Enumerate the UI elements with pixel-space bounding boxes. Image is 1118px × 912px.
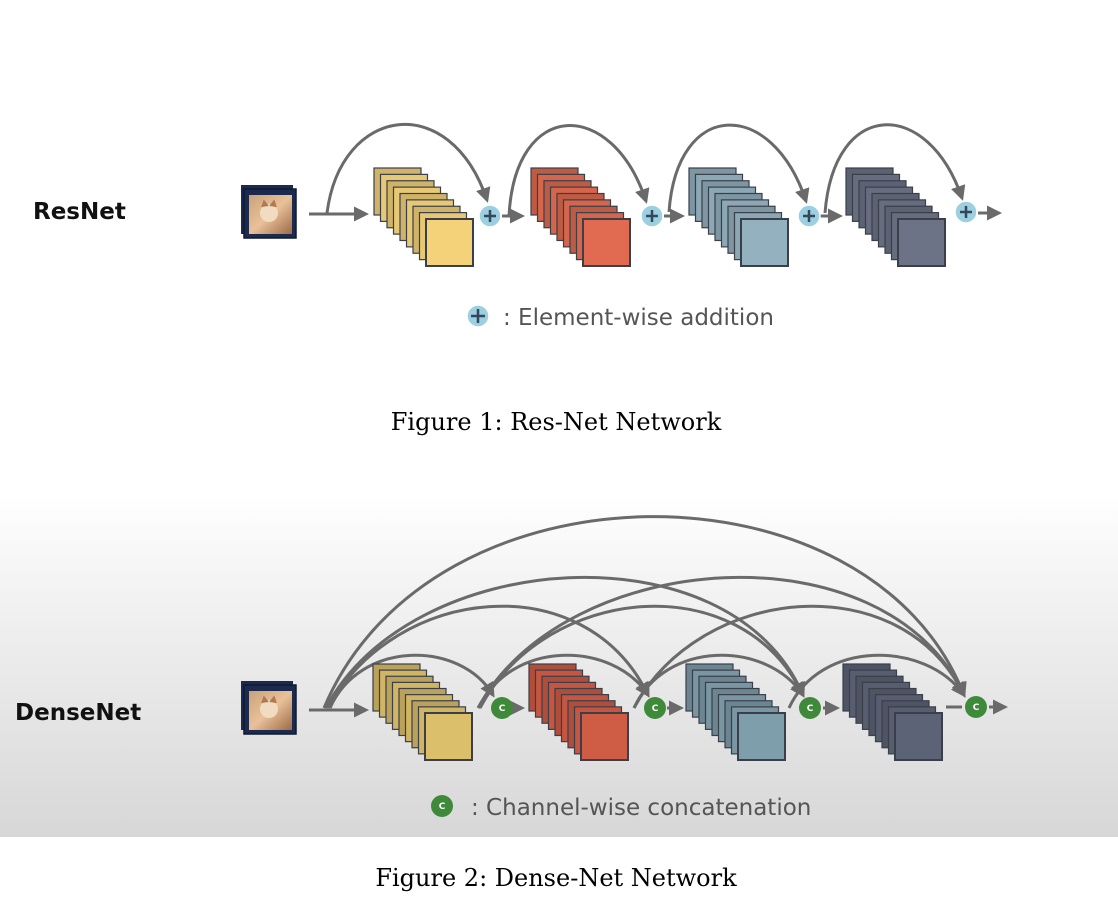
resnet-block-1 xyxy=(373,167,474,267)
densenet-legend-text: : Channel-wise concatenation xyxy=(471,795,811,821)
resnet-addition-nodes xyxy=(478,200,978,228)
densenet-block-4 xyxy=(842,663,943,761)
concat-circle-icon: C xyxy=(965,696,987,718)
densenet-input-image xyxy=(241,681,297,735)
plus-circle-icon xyxy=(954,200,978,224)
resnet-block-3 xyxy=(688,167,789,267)
resnet-legend: : Element-wise addition xyxy=(466,304,774,331)
resnet-block-2 xyxy=(530,167,631,267)
resnet-label: ResNet xyxy=(33,199,126,225)
plus-circle-icon xyxy=(478,204,502,228)
densenet-block-2 xyxy=(528,663,629,761)
concat-circle-icon: C xyxy=(644,697,666,719)
densenet-legend: C : Channel-wise concatenation xyxy=(431,795,811,821)
svg-text:C: C xyxy=(499,704,506,714)
plus-circle-icon xyxy=(797,204,821,228)
densenet-diagram: DenseNet xyxy=(15,515,1008,892)
resnet-diagram: ResNet : Element-wise addition Fi xyxy=(33,122,1002,436)
svg-text:C: C xyxy=(652,704,659,714)
resnet-flow-arrows xyxy=(309,122,1002,224)
plus-circle-icon xyxy=(640,204,664,228)
densenet-block-1 xyxy=(372,663,473,761)
figure-1-caption: Figure 1: Res-Net Network xyxy=(391,408,722,436)
concat-circle-icon: C xyxy=(491,697,513,719)
densenet-flow-arrows xyxy=(309,515,1008,718)
densenet-label: DenseNet xyxy=(15,700,141,726)
concat-circle-icon xyxy=(431,795,453,817)
svg-text:C: C xyxy=(439,802,446,812)
figure-2-caption: Figure 2: Dense-Net Network xyxy=(375,864,737,892)
svg-text:C: C xyxy=(973,703,980,713)
svg-text:C: C xyxy=(807,704,814,714)
densenet-blocks xyxy=(372,663,943,761)
resnet-legend-text: : Element-wise addition xyxy=(503,305,774,331)
resnet-input-image xyxy=(241,185,297,239)
densenet-block-3 xyxy=(685,663,786,761)
concat-circle-icon: C xyxy=(799,697,821,719)
resnet-block-4 xyxy=(845,167,946,267)
resnet-blocks xyxy=(373,167,946,267)
